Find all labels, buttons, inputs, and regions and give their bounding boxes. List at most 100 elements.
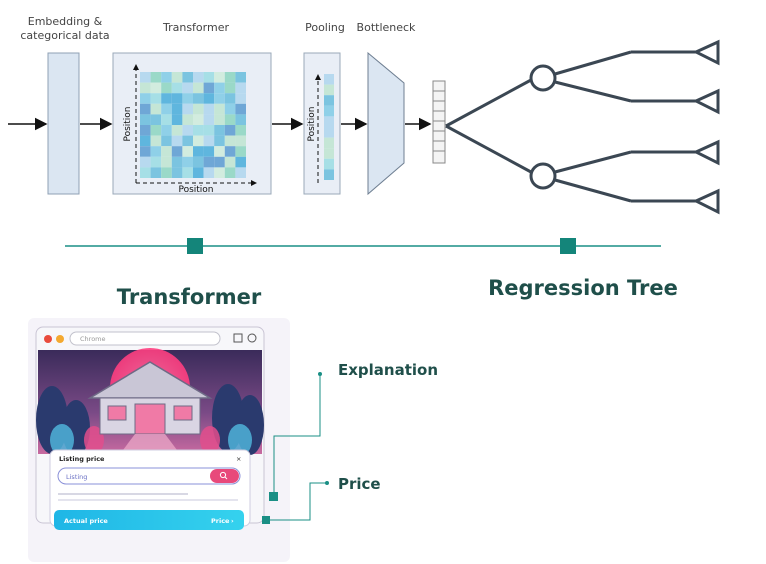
heatmap-cell	[224, 125, 236, 136]
heatmap-cell	[171, 72, 183, 83]
price-dot	[325, 481, 329, 485]
heatmap-cell	[214, 135, 225, 147]
heatmap-cell	[235, 125, 246, 136]
listing-search-button[interactable]	[210, 469, 239, 483]
heatmap-cell	[161, 167, 172, 178]
heatmap-cell	[214, 72, 225, 83]
regression-tree	[445, 50, 696, 203]
heatmap-cell	[182, 125, 193, 136]
transformer-label: Transformer	[162, 21, 229, 34]
heatmap-cell	[214, 103, 225, 115]
tree-leaf-4	[692, 188, 720, 215]
heatmap-cell	[193, 146, 204, 157]
heatmap-cell	[214, 146, 225, 157]
window-circle-icon[interactable]	[247, 333, 257, 343]
tree-leaf-3	[692, 139, 720, 166]
pooled-cell	[324, 84, 334, 96]
pooled-vector	[324, 74, 334, 180]
heatmap-cell	[171, 93, 183, 104]
heatmap-cell	[224, 146, 236, 157]
heatmap-cell	[214, 125, 225, 136]
heatmap-cell	[161, 82, 172, 94]
matrix-y-axis-label: Position	[123, 106, 133, 141]
heatmap-cell	[193, 125, 204, 136]
matrix-x-axis-label: Position	[178, 185, 213, 195]
firefox-logo-icon	[56, 335, 64, 343]
timeline-marker-regression-tree	[560, 238, 576, 254]
tree-leaf-2	[692, 88, 720, 115]
heatmap-cell	[224, 72, 236, 83]
listing-card-close[interactable]: ×	[236, 455, 241, 463]
pooled-cell	[324, 95, 334, 106]
heatmap-cell	[224, 82, 236, 94]
heatmap-cell	[224, 156, 236, 168]
heatmap-cell	[224, 114, 236, 125]
latent-vector	[432, 80, 446, 164]
heatmap-cell	[150, 125, 162, 136]
heatmap-cell	[171, 103, 183, 115]
pooled-cell	[324, 105, 334, 117]
heatmap-cell	[193, 103, 204, 115]
heatmap-cell	[161, 72, 172, 83]
heatmap-cell	[171, 114, 183, 125]
browser-illustration: Chrome Listing price × List	[28, 318, 290, 562]
heatmap-cell	[182, 156, 193, 168]
heatmap-cell	[140, 125, 151, 136]
heatmap-cell	[235, 114, 246, 125]
heatmap-cell	[171, 82, 183, 94]
heatmap-cell	[182, 167, 193, 178]
chrome-logo-icon	[44, 335, 52, 343]
price-anchor	[262, 516, 270, 524]
heatmap-cell	[140, 72, 151, 83]
heatmap-cell	[214, 167, 225, 178]
heatmap-cell	[150, 114, 162, 125]
heatmap-cell	[140, 82, 151, 94]
heatmap-cell	[214, 82, 225, 94]
attention-heatmap	[140, 72, 246, 178]
heatmap-cell	[140, 146, 151, 157]
heatmap-cell	[235, 93, 246, 104]
heatmap-cell	[140, 167, 151, 178]
browser-address-bar[interactable]	[69, 331, 221, 346]
heatmap-cell	[182, 114, 193, 125]
heatmap-cell	[193, 72, 204, 83]
heatmap-cell	[203, 125, 215, 136]
listing-input[interactable]	[57, 467, 241, 485]
pooled-cell	[324, 127, 334, 138]
timeline-marker-transformer	[187, 238, 203, 254]
heatmap-cell	[182, 82, 193, 94]
heatmap-cell	[193, 156, 204, 168]
callout-explanation: Explanation	[338, 361, 438, 379]
window-square-icon[interactable]	[233, 333, 243, 343]
heatmap-cell	[171, 146, 183, 157]
actual-price-bar[interactable]	[54, 510, 244, 530]
tree-node-top	[529, 64, 557, 92]
pooled-cell	[324, 116, 334, 127]
heatmap-cell	[161, 135, 172, 147]
address-bar-text: Chrome	[80, 335, 106, 343]
callout-connectors	[264, 374, 327, 521]
heatmap-cell	[235, 72, 246, 83]
heatmap-cell	[214, 156, 225, 168]
heatmap-cell	[171, 125, 183, 136]
price-button-label: Price	[211, 517, 230, 525]
section-title-transformer: Transformer	[117, 285, 262, 309]
heatmap-cell	[203, 103, 215, 115]
heatmap-cell	[150, 103, 162, 115]
heatmap-cell	[161, 103, 172, 115]
section-title-regression-tree: Regression Tree	[488, 276, 678, 300]
listing-card-title: Listing price	[59, 455, 105, 463]
heatmap-cell	[150, 167, 162, 178]
callout-price: Price	[338, 475, 381, 493]
heatmap-cell	[182, 135, 193, 147]
heatmap-cell	[150, 146, 162, 157]
heatmap-cell	[193, 82, 204, 94]
heatmap-cell	[203, 156, 215, 168]
heatmap-cell	[224, 167, 236, 178]
search-icon	[219, 471, 227, 479]
bottleneck-label: Bottleneck	[357, 21, 417, 34]
bottleneck-trapezoid	[367, 51, 405, 196]
heatmap-cell	[203, 82, 215, 94]
heatmap-cell	[150, 82, 162, 94]
